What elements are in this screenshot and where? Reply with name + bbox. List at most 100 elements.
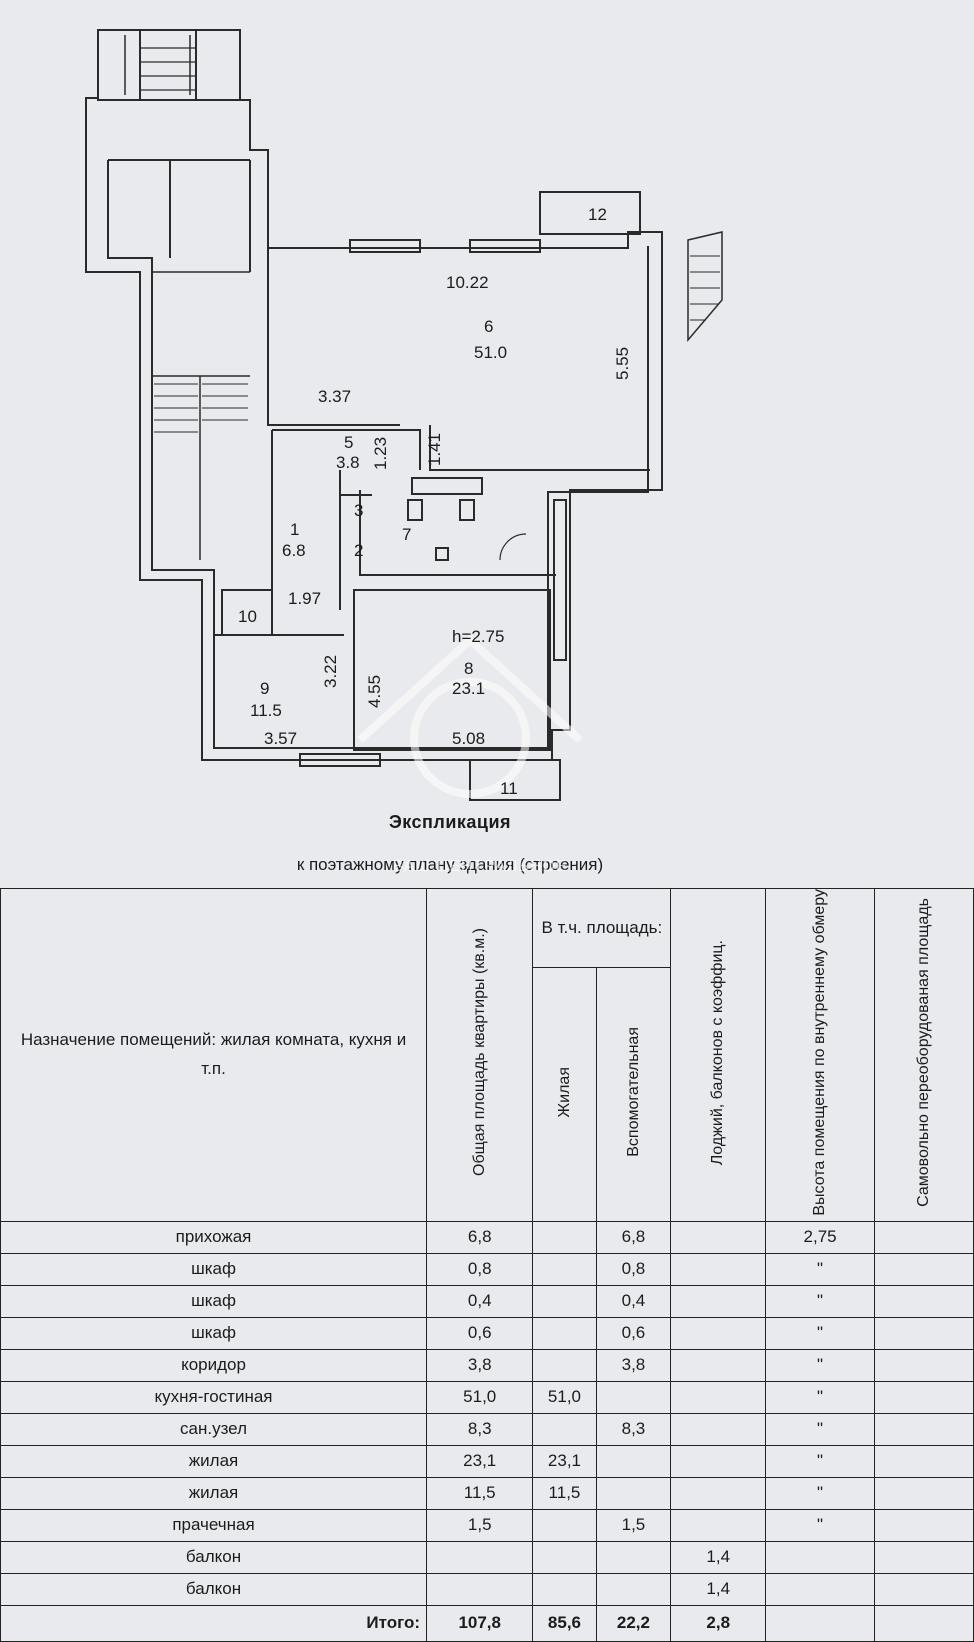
dim-10-22: 10.22 — [446, 273, 489, 292]
cell-unauth — [874, 1252, 974, 1286]
watermark-text: ВАШ ЦЕНТРАЛЬНОЕ — [392, 858, 568, 875]
cell-living — [532, 1540, 597, 1574]
cell-aux: 0,6 — [595, 1316, 672, 1350]
room-1-number: 1 — [290, 520, 299, 539]
cell-living — [532, 1316, 597, 1350]
cell-unauth — [874, 1284, 974, 1318]
room-6-area: 51.0 — [474, 343, 507, 362]
cell-height: " — [765, 1412, 876, 1446]
cell-name: балкон — [0, 1540, 428, 1574]
cell-height — [765, 1572, 876, 1606]
cell-loggia — [670, 1220, 767, 1254]
cell-aux: 6,8 — [595, 1220, 672, 1254]
cell-total: 23,1 — [426, 1444, 534, 1478]
cell-loggia — [670, 1284, 767, 1318]
cell-loggia — [670, 1412, 767, 1446]
cell-aux: 0,4 — [595, 1284, 672, 1318]
header-height: Высота помещения по внутреннему обмеру — [765, 888, 876, 1222]
dim-1-23: 1.23 — [371, 437, 390, 470]
cell-name: шкаф — [0, 1316, 428, 1350]
cell-total: 0,4 — [426, 1284, 534, 1318]
room-8-area: 23.1 — [452, 679, 485, 698]
total-loggia: 2,8 — [670, 1604, 767, 1642]
cell-aux — [595, 1444, 672, 1478]
cell-name: жилая — [0, 1444, 428, 1478]
cell-name: прачечная — [0, 1508, 428, 1542]
total-label: Итого: — [0, 1604, 428, 1642]
cell-loggia — [670, 1508, 767, 1542]
total-living: 85,6 — [532, 1604, 597, 1642]
room-3-number: 3 — [354, 501, 363, 520]
cell-total — [426, 1572, 534, 1606]
cell-unauth — [874, 1412, 974, 1446]
room-1-area: 6.8 — [282, 541, 306, 560]
height-note: h=2.75 — [452, 627, 504, 646]
dim-1-97: 1.97 — [288, 589, 321, 608]
room-5-area: 3.8 — [336, 453, 360, 472]
total-empty — [874, 1604, 974, 1642]
cell-loggia — [670, 1316, 767, 1350]
cell-aux: 1,5 — [595, 1508, 672, 1542]
cell-loggia — [670, 1476, 767, 1510]
cell-unauth — [874, 1572, 974, 1606]
dim-1-41: 1.41 — [425, 433, 444, 466]
cell-living — [532, 1284, 597, 1318]
cell-height: " — [765, 1476, 876, 1510]
header-including: В т.ч. площадь: — [532, 887, 672, 969]
cell-aux: 3,8 — [595, 1348, 672, 1382]
cell-height: " — [765, 1444, 876, 1478]
cell-loggia — [670, 1252, 767, 1286]
cell-total: 0,6 — [426, 1316, 534, 1350]
cell-loggia — [670, 1348, 767, 1382]
cell-total: 0,8 — [426, 1252, 534, 1286]
header-living: Жилая — [532, 967, 597, 1222]
cell-aux — [595, 1540, 672, 1574]
cell-living: 23,1 — [532, 1444, 597, 1478]
cell-height: 2,75 — [765, 1220, 876, 1254]
cell-height: " — [765, 1508, 876, 1542]
cell-aux — [595, 1380, 672, 1414]
cell-unauth — [874, 1508, 974, 1542]
cell-unauth — [874, 1380, 974, 1414]
cell-name: прихожая — [0, 1220, 428, 1254]
cell-living — [532, 1412, 597, 1446]
watermark-logo — [357, 634, 583, 798]
explication-table: Назначение помещений: жилая комната, кух… — [0, 887, 974, 1642]
cell-total: 11,5 — [426, 1476, 534, 1510]
cell-name: кухня-гостиная — [0, 1380, 428, 1414]
cell-height: " — [765, 1316, 876, 1350]
cell-unauth — [874, 1348, 974, 1382]
room-9-number: 9 — [260, 679, 269, 698]
cell-name: коридор — [0, 1348, 428, 1382]
cell-total: 8,3 — [426, 1412, 534, 1446]
cell-unauth — [874, 1316, 974, 1350]
cell-name: шкаф — [0, 1252, 428, 1286]
room-2-number: 2 — [354, 541, 363, 560]
cell-total — [426, 1540, 534, 1574]
cell-loggia — [670, 1444, 767, 1478]
cell-loggia: 1,4 — [670, 1572, 767, 1606]
header-unauthorized: Самовольно переоборудованая площадь — [874, 888, 974, 1222]
cell-living — [532, 1220, 597, 1254]
cell-total: 6,8 — [426, 1220, 534, 1254]
dim-5-55: 5.55 — [613, 347, 632, 380]
cell-name: шкаф — [0, 1284, 428, 1318]
cell-living: 51,0 — [532, 1380, 597, 1414]
total-aux: 22,2 — [595, 1604, 672, 1642]
cell-name: сан.узел — [0, 1412, 428, 1446]
dim-3-57: 3.57 — [264, 729, 297, 748]
room-5-number: 5 — [344, 433, 353, 452]
cell-unauth — [874, 1540, 974, 1574]
cell-height — [765, 1540, 876, 1574]
cell-aux: 0,8 — [595, 1252, 672, 1286]
room-11-label: 11 — [500, 779, 518, 798]
header-auxiliary: Вспомогательная — [595, 967, 672, 1222]
cell-unauth — [874, 1444, 974, 1478]
